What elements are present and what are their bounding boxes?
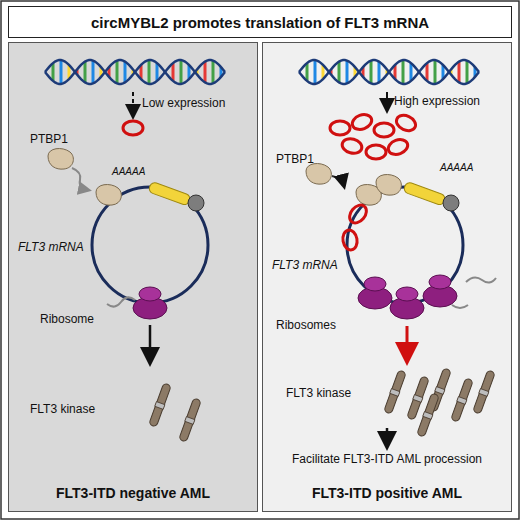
dna-rung	[466, 61, 469, 84]
mrna-label: FLT3 mRNA	[18, 240, 84, 254]
expression-label: Low expression	[142, 96, 225, 110]
mrna-label: FLT3 mRNA	[272, 258, 338, 272]
kinase-label: FLT3 kinase	[30, 402, 95, 416]
panel-label: FLT3-ITD negative AML	[56, 485, 210, 501]
dna-rung	[116, 61, 119, 84]
dna-rung	[212, 61, 215, 84]
dna-rung	[148, 60, 151, 84]
ribosome-label: Ribosome	[40, 312, 94, 326]
protein-label: PTBP1	[30, 132, 68, 146]
condition-panel: FLT3-ITD positive AML	[262, 42, 512, 512]
dna-rung	[204, 62, 207, 83]
polya-label: AAAAA	[112, 166, 145, 177]
dna-rung	[338, 62, 341, 83]
dna-strand	[45, 60, 225, 84]
dna-rung	[92, 61, 95, 84]
dna-rung	[346, 61, 349, 84]
dna-rung	[306, 63, 309, 81]
dna-rung	[426, 63, 429, 81]
dna-rung	[458, 62, 461, 83]
dna-rung	[172, 63, 175, 81]
panel-label: FLT3-ITD positive AML	[312, 485, 462, 501]
dna-rung	[52, 63, 55, 81]
dna-rung	[434, 60, 437, 84]
dna-rung	[370, 61, 373, 84]
dna-strand	[299, 60, 479, 84]
ribosome-label: Ribosomes	[276, 318, 336, 332]
dna-rung	[402, 60, 405, 84]
polya-label: AAAAA	[440, 162, 473, 173]
protein-label: PTBP1	[276, 152, 314, 166]
dna-strand	[299, 60, 479, 84]
dna-rung	[84, 62, 87, 83]
outcome-label: Facilitate FLT3-ITD AML procession	[292, 452, 482, 466]
dna-rung	[410, 63, 413, 81]
dna-rung	[124, 62, 127, 83]
title-box: circMYBL2 promotes translation of FLT3 m…	[8, 6, 512, 38]
expression-label: High expression	[394, 94, 480, 108]
dna-rung	[180, 60, 183, 84]
title-text: circMYBL2 promotes translation of FLT3 m…	[91, 14, 429, 31]
dna-strand	[45, 60, 225, 84]
dna-rung	[378, 62, 381, 83]
dna-rung	[156, 63, 159, 81]
kinase-label: FLT3 kinase	[286, 386, 351, 400]
dna-rung	[314, 60, 317, 84]
dna-rung	[60, 60, 63, 84]
condition-panel: FLT3-ITD negative AML	[8, 42, 258, 512]
